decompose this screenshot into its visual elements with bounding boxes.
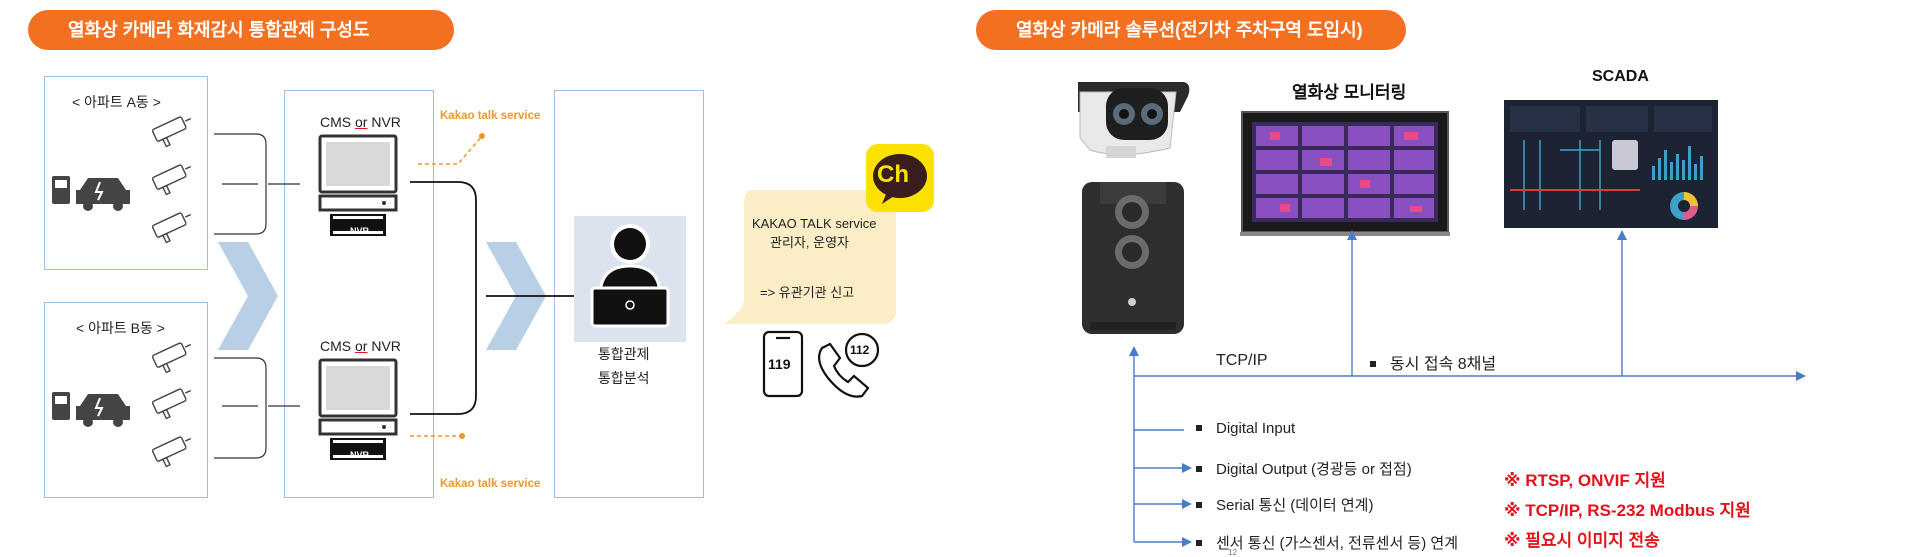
note-tcpip-modbus: ※ TCP/IP, RS-232 Modbus 지원 [1504,501,1751,520]
phone-112-text: 112 [850,343,870,357]
kakao-leader-lines [410,133,485,439]
network-lines [1129,230,1806,547]
bullet-icon [1196,466,1202,473]
nvr-label-top: NVR [350,226,370,236]
cms-computer-icon-top [318,134,398,236]
io-item-digital-input: Digital Input [1196,420,1295,437]
concurrent-channels-label: 동시 접속 8채널 [1370,350,1496,374]
phone-119-text: 119 [768,356,791,372]
cms-nvr-label-top: CMS or NVR [320,114,401,130]
bullet-icon [1196,425,1202,432]
operator-icon [574,216,686,342]
io-item-digital-output: Digital Output (경광등 or 접점) [1196,458,1412,479]
bubble-line-1: KAKAO TALK service [752,216,877,231]
monitoring-title: 열화상 모니터링 [1292,83,1407,102]
bubble-line-3: => 유관기관 신고 [760,285,855,300]
bracket-lines-a [214,133,300,235]
note-rtsp-onvif: ※ RTSP, ONVIF 지원 [1504,471,1666,490]
cms-column-box [284,90,434,498]
building-a-label: < 아파트 A동 > [72,94,161,110]
building-a-box [44,76,208,270]
bullet-icon [1370,360,1376,367]
bullet-icon [1196,540,1202,547]
ch-logo-text: Ch [877,161,909,188]
nvr-label-bottom: NVR [350,450,370,460]
left-section-title: 열화상 카메라 화재감시 통합관제 구성도 [28,10,454,50]
flow-chevron-left-icon [218,242,278,350]
building-b-label: < 아파트 B동 > [76,320,165,336]
control-center-box [554,90,704,498]
tcpip-label: TCP/IP [1216,352,1268,369]
io-item-serial: Serial 통신 (데이터 연계) [1196,494,1373,515]
building-b-box [44,302,208,498]
bracket-lines-b [214,357,300,459]
ev-charging-car-icon [52,392,130,427]
control-label-1: 통합관제 [598,346,650,362]
control-label-2: 통합분석 [598,370,650,386]
connection-lines [410,181,576,415]
bubble-line-2: 관리자, 운영자 [770,235,849,250]
kakao-speech-bubble [724,190,896,324]
cms-computer-icon-bottom [318,358,398,460]
kakao-service-label-top: Kakao talk service [440,110,541,122]
cctv-camera-icon [151,342,192,468]
kakao-service-label-bottom: Kakao talk service [440,478,541,490]
bullet-camera-icon [1078,82,1190,158]
io-item-sensor: 센서 통신 (가스센서, 전류센서 등) 연계 [1196,532,1458,553]
scada-title: SCADA [1592,68,1649,85]
box-camera-icon [1082,182,1184,334]
bullet-icon [1196,502,1202,509]
thermal-monitor-screen [1240,111,1450,236]
kakao-channel-icon [866,144,934,212]
phone-112-icon [817,332,880,398]
page-number: 12 [1228,548,1237,557]
phone-119-icon [762,330,804,398]
cctv-camera-icon [151,116,192,244]
note-image-transfer: ※ 필요시 이미지 전송 [1504,531,1660,550]
cms-nvr-label-bottom: CMS or NVR [320,338,401,354]
right-section-title: 열화상 카메라 솔루션(전기차 주차구역 도입시) [976,10,1406,50]
ev-charging-car-icon [52,176,130,211]
scada-screen [1504,100,1718,228]
